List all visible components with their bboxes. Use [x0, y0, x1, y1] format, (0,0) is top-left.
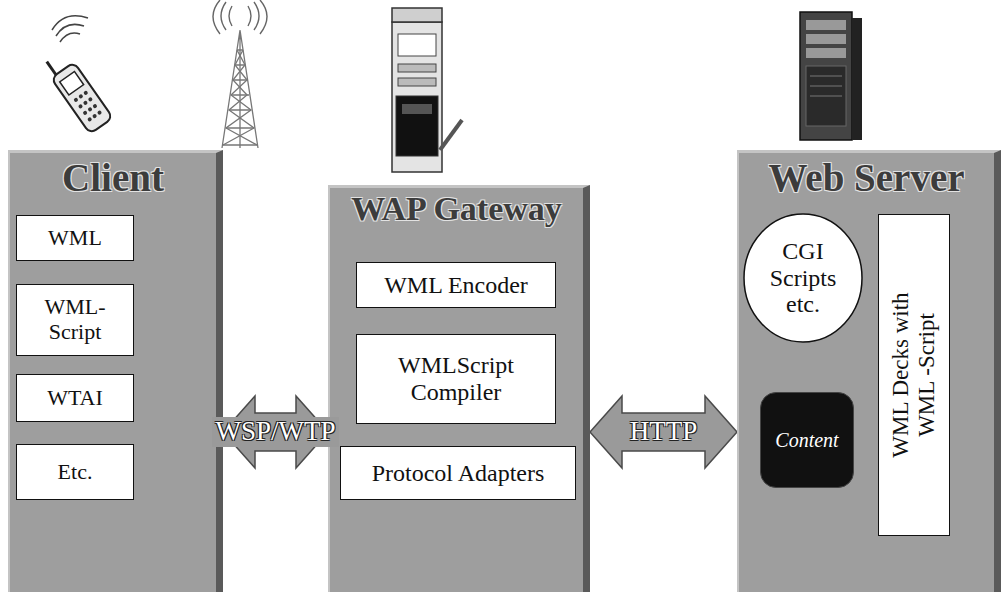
component-label: Protocol Adapters [372, 460, 545, 487]
component-box: WML Encoder [356, 262, 556, 308]
component-box: WML- Script [16, 284, 134, 356]
component-label: WML- Script [35, 295, 115, 344]
phone-waves [52, 16, 88, 42]
phone-icon [42, 49, 113, 134]
component-box: WML [16, 215, 134, 261]
tier-panel: WAP GatewayWML EncoderWMLScript Compiler… [328, 185, 590, 592]
deck-box: WML Decks with WML -Script [878, 214, 950, 536]
tier-panel: ClientWML WML- ScriptWTAI Etc. [8, 150, 223, 592]
component-label: WML Decks with WML -Script [888, 275, 940, 475]
radio-tower [222, 30, 258, 148]
component-label: Etc. [58, 460, 93, 485]
component-label: WMLScript Compiler [381, 352, 531, 406]
content-store: Content [760, 392, 854, 488]
gateway-server-icon [392, 8, 462, 172]
script-circle: CGI Scripts etc. [742, 212, 864, 344]
protocol-arrow [590, 396, 737, 468]
component-box: Etc. [16, 444, 134, 500]
tier-panel: Web ServerCGI Scripts etc. Content WML Dec… [737, 150, 1001, 592]
component-label: Content [775, 429, 838, 451]
component-box: WTAI [16, 374, 134, 422]
web-server-icon [800, 12, 862, 140]
tier-heading: Client [10, 155, 216, 200]
component-label: WML Encoder [384, 272, 528, 299]
tier-heading: Web Server [739, 155, 994, 200]
tier-heading: WAP Gateway [330, 190, 583, 228]
component-label: WML [48, 226, 102, 251]
component-box: WMLScript Compiler [356, 334, 556, 424]
component-label: CGI Scripts etc. [757, 238, 849, 319]
protocol-label: WSP/WTP [212, 417, 338, 447]
component-label: WTAI [47, 386, 103, 411]
tower-waves [213, 0, 267, 34]
protocol-label: HTTP [627, 417, 701, 447]
circle-shape [744, 214, 862, 342]
component-box: Protocol Adapters [340, 446, 576, 500]
